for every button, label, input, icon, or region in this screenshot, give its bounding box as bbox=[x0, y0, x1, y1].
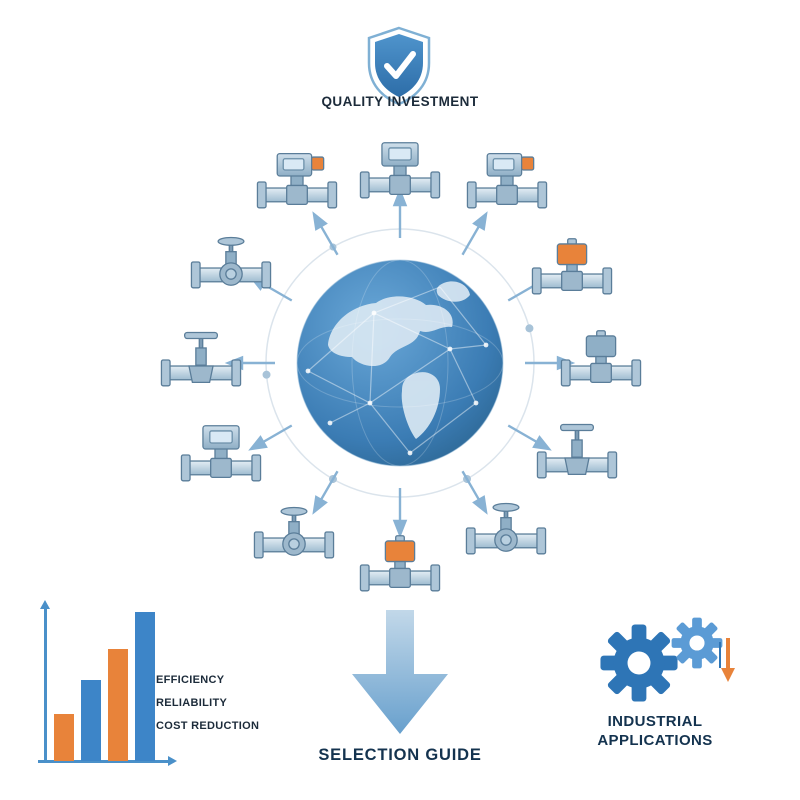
shield-check-icon bbox=[367, 26, 431, 106]
gears-icon bbox=[600, 617, 735, 702]
globe-valve-icon-5oclock bbox=[463, 493, 549, 563]
chart-x-axis bbox=[38, 760, 172, 763]
flow-meter-orange-valve-icon-11oclock bbox=[254, 147, 340, 217]
chart-bars bbox=[54, 609, 155, 761]
chart-bar bbox=[108, 649, 128, 761]
industrial-applications-label: INDUSTRIAL APPLICATIONS bbox=[597, 713, 713, 749]
orange-actuator-valve-icon-2oclock bbox=[529, 233, 615, 303]
large-gear-icon bbox=[600, 624, 678, 702]
flow-meter-valve-icon-8oclock bbox=[178, 420, 264, 490]
chart-label-cost-reduction: COST REDUCTION bbox=[156, 720, 260, 732]
x-axis-arrowhead bbox=[168, 755, 177, 766]
chart-label-efficiency: EFFICIENCY bbox=[156, 674, 225, 686]
chart-bar bbox=[81, 680, 101, 761]
y-axis-arrowhead bbox=[40, 600, 50, 609]
orange-down-arrow-icon bbox=[719, 638, 735, 682]
flow-meter-valve-icon-12oclock bbox=[357, 137, 443, 207]
gate-valve-icon-9oclock bbox=[158, 325, 244, 395]
chart-y-axis bbox=[44, 608, 47, 762]
quality-investment-label: QUALITY INVESTMENT bbox=[321, 94, 479, 109]
globe-network-icon bbox=[296, 259, 504, 467]
flow-meter-orange-valve-icon-1oclock bbox=[464, 147, 550, 217]
gate-valve-icon-4oclock bbox=[534, 417, 620, 487]
chart-legend: EFFICIENCY RELIABILITY COST REDUCTION bbox=[156, 674, 286, 743]
chart-label-reliability: RELIABILITY bbox=[156, 697, 228, 709]
chart-bar bbox=[54, 714, 74, 761]
bar-chart: EFFICIENCY RELIABILITY COST REDUCTION bbox=[36, 598, 276, 778]
small-gear-icon bbox=[671, 617, 723, 669]
down-arrow-icon bbox=[352, 610, 448, 734]
selection-guide-label: SELECTION GUIDE bbox=[318, 746, 482, 764]
orange-actuator-valve-icon-6oclock bbox=[357, 530, 443, 600]
chart-bar bbox=[135, 612, 155, 761]
globe-valve-icon-10oclock bbox=[188, 227, 274, 297]
globe-valve-icon-7oclock bbox=[251, 497, 337, 567]
steel-actuator-valve-icon-3oclock bbox=[558, 325, 644, 395]
